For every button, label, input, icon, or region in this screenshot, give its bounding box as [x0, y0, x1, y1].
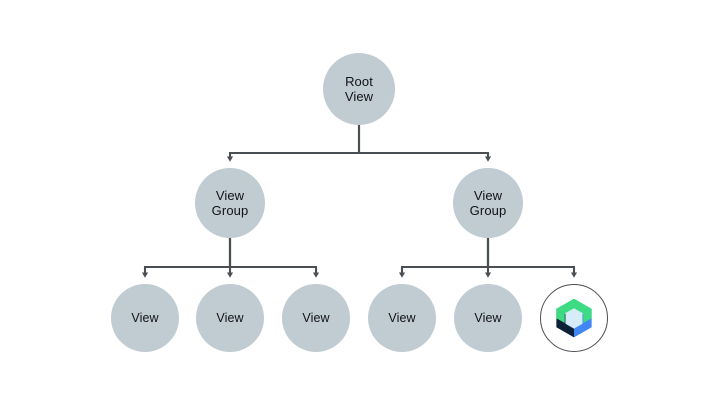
node-view-4[interactable]: View [368, 284, 436, 352]
node-view-4-label: View [388, 310, 416, 325]
node-view-group-right[interactable]: View Group [453, 168, 523, 238]
edge-vg-right-to-leaf-4 [398, 238, 490, 278]
edge-root-to-vg-left [226, 125, 361, 162]
edge-vg-right-to-leaf-compose [486, 238, 578, 278]
node-view-1-label: View [131, 310, 159, 325]
compose-top-left-shoulder [556, 308, 565, 324]
node-compose-view[interactable] [540, 284, 608, 352]
node-view-5-label: View [474, 310, 502, 325]
edge-vg-left-to-leaf-3 [228, 238, 320, 278]
compose-top-right-shoulder [583, 308, 592, 324]
node-view-2[interactable]: View [196, 284, 264, 352]
node-view-3[interactable]: View [282, 284, 350, 352]
node-view-1[interactable]: View [111, 284, 179, 352]
edge-vg-left-to-leaf-1 [141, 238, 232, 278]
node-view-group-left[interactable]: View Group [195, 168, 265, 238]
edge-root-to-vg-right [357, 125, 492, 162]
compose-center-hexagon [565, 308, 583, 329]
node-view-5[interactable]: View [454, 284, 522, 352]
node-view-2-label: View [216, 310, 244, 325]
node-view-group-left-label: View Group [211, 188, 249, 218]
jetpack-compose-logo [556, 298, 592, 338]
node-root-view-label: Root View [344, 74, 374, 104]
node-view-group-right-label: View Group [469, 188, 507, 218]
node-view-3-label: View [302, 310, 330, 325]
compose-top-face [556, 298, 592, 314]
node-root-view[interactable]: Root View [323, 53, 395, 125]
